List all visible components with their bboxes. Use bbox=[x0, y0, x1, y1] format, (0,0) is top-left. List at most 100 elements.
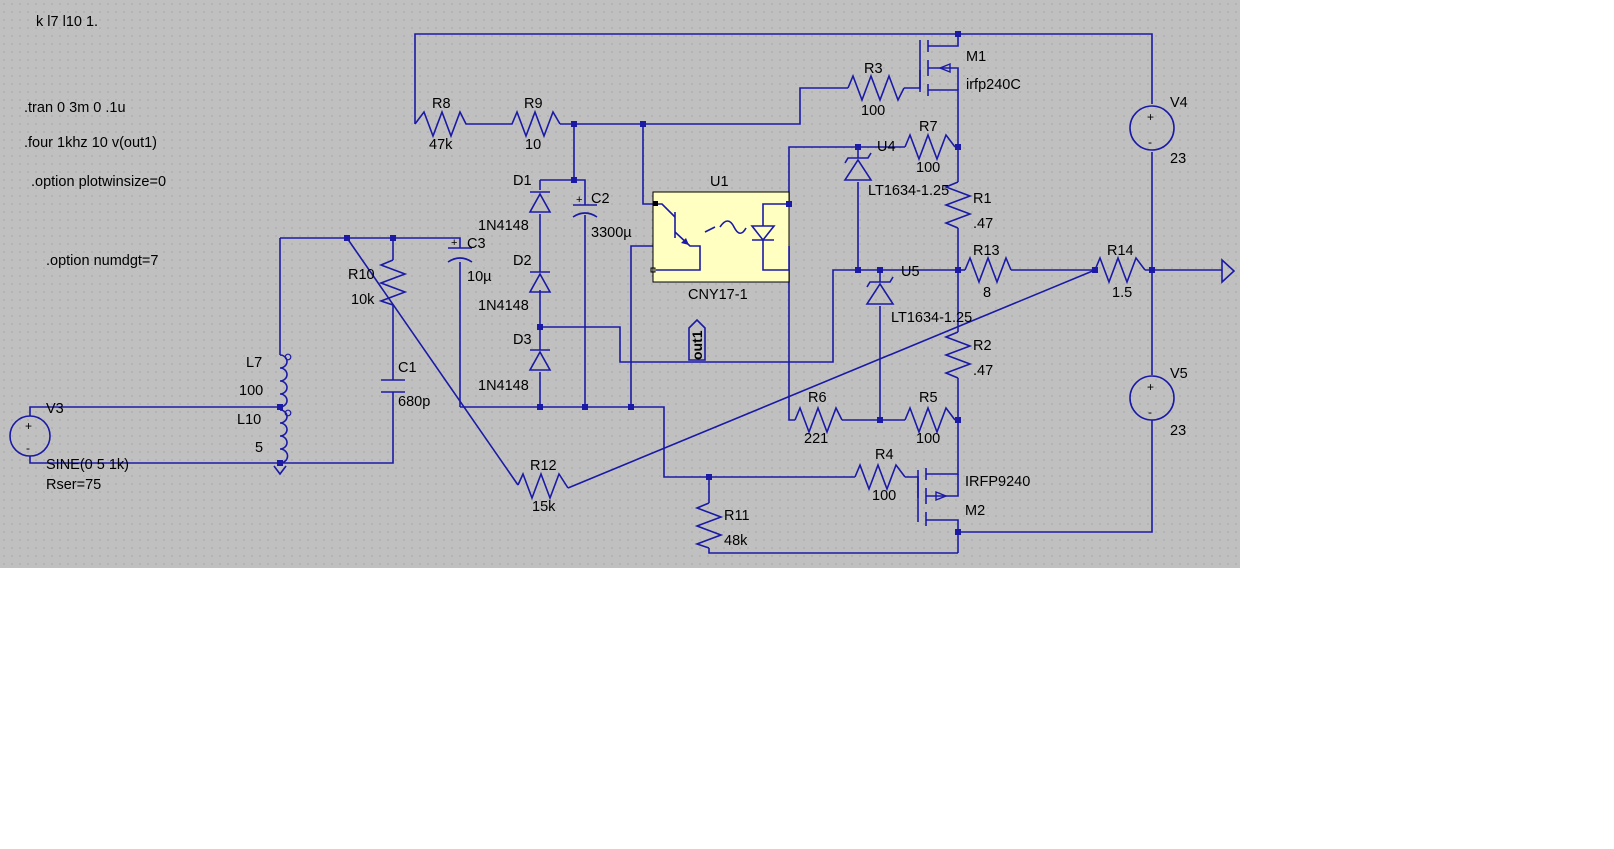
directive-tran[interactable]: .tran 0 3m 0 .1u bbox=[24, 100, 126, 116]
r5-value-label: 100 bbox=[916, 431, 940, 447]
schematic-grid bbox=[0, 0, 1240, 568]
r5-ref-label: R5 bbox=[919, 390, 938, 406]
d3-ref-label: D3 bbox=[513, 332, 532, 348]
r1-value-label: .47 bbox=[973, 216, 993, 232]
c3-plus-mark: + bbox=[451, 237, 457, 249]
r11-body[interactable] bbox=[694, 502, 724, 549]
l10-phase-dot bbox=[284, 409, 292, 417]
wire-m2-to-v5 bbox=[958, 420, 1153, 533]
r12-body[interactable] bbox=[517, 471, 569, 501]
r13-ref-label: R13 bbox=[973, 243, 1000, 259]
r5-body[interactable] bbox=[904, 405, 956, 435]
c3-value-label: 10µ bbox=[467, 269, 492, 285]
l7-coil[interactable] bbox=[279, 354, 288, 408]
r3-body[interactable] bbox=[847, 73, 905, 103]
l7-value-label: 100 bbox=[239, 383, 263, 399]
v3-plus-mark: + bbox=[25, 419, 32, 433]
u5-ref-label: U5 bbox=[901, 264, 920, 280]
directive-coupling[interactable]: k l7 l10 1. bbox=[36, 14, 98, 30]
m1-ref-label: M1 bbox=[966, 49, 986, 65]
v4-plus-mark: + bbox=[1147, 110, 1154, 124]
c2-ref-label: C2 bbox=[591, 191, 610, 207]
r2-value-label: .47 bbox=[973, 363, 993, 379]
m2-value-label: IRFP9240 bbox=[965, 474, 1030, 490]
v3-symbol[interactable]: + - bbox=[9, 415, 51, 457]
r7-body[interactable] bbox=[904, 132, 956, 162]
r10-value-label: 10k bbox=[351, 292, 375, 308]
d3-symbol[interactable] bbox=[528, 349, 552, 371]
l10-ref-label: L10 bbox=[237, 412, 261, 428]
output-ground-symbol[interactable] bbox=[1221, 258, 1236, 284]
r8-body[interactable] bbox=[414, 109, 468, 139]
c3-ref-label: C3 bbox=[467, 236, 486, 252]
v4-minus-mark: - bbox=[1148, 135, 1152, 149]
d2-value-label: 1N4148 bbox=[478, 298, 529, 314]
wire-opto-bottom bbox=[788, 246, 795, 421]
v5-minus-mark: - bbox=[1148, 405, 1152, 419]
u4-symbol[interactable] bbox=[843, 152, 873, 181]
c3-symbol[interactable]: + bbox=[447, 237, 473, 263]
r14-body[interactable] bbox=[1094, 255, 1146, 285]
u4-ref-label: U4 bbox=[877, 139, 896, 155]
m2-symbol[interactable] bbox=[917, 464, 959, 530]
wire-opto-collector bbox=[642, 124, 656, 205]
u1-value-label: CNY17-1 bbox=[688, 287, 748, 303]
d1-symbol[interactable] bbox=[528, 191, 552, 213]
v4-ref-label: V4 bbox=[1170, 95, 1188, 111]
l10-coil[interactable] bbox=[279, 409, 289, 464]
r4-value-label: 100 bbox=[872, 488, 896, 504]
r10-body[interactable] bbox=[378, 259, 408, 306]
u5-symbol[interactable] bbox=[865, 276, 895, 305]
d1-ref-label: D1 bbox=[513, 173, 532, 189]
r2-body[interactable] bbox=[943, 331, 973, 379]
r2-ref-label: R2 bbox=[973, 338, 992, 354]
d2-symbol[interactable] bbox=[528, 271, 552, 293]
r6-ref-label: R6 bbox=[808, 390, 827, 406]
u1-body bbox=[652, 191, 790, 283]
c2-symbol[interactable]: + bbox=[572, 194, 598, 218]
r4-ref-label: R4 bbox=[875, 447, 894, 463]
r6-body[interactable] bbox=[794, 405, 843, 435]
r12-value-label: 15k bbox=[532, 499, 556, 515]
wire-r10-diagonal bbox=[346, 237, 519, 486]
wire-c1-bottom bbox=[280, 392, 394, 464]
v5-symbol[interactable]: + - bbox=[1129, 375, 1175, 421]
v5-plus-mark: + bbox=[1147, 380, 1154, 394]
wire-v3-bottom bbox=[29, 456, 280, 464]
directive-plotwinsize[interactable]: .option plotwinsize=0 bbox=[31, 174, 166, 190]
r1-body[interactable] bbox=[943, 181, 973, 229]
out1-net-flag[interactable]: out1 bbox=[688, 318, 706, 361]
m1-symbol[interactable] bbox=[919, 34, 959, 96]
u1-optocoupler[interactable] bbox=[650, 191, 790, 283]
u5-value-label: LT1634-1.25 bbox=[891, 310, 972, 326]
u1-light-wave bbox=[719, 220, 747, 235]
r8-value-label: 47k bbox=[429, 137, 453, 153]
r9-body[interactable] bbox=[468, 109, 561, 139]
m1-arrow bbox=[938, 62, 951, 74]
wire-feedback-diagonal bbox=[567, 269, 1096, 489]
directive-four[interactable]: .four 1khz 10 v(out1) bbox=[24, 135, 157, 151]
v3-rser-label: Rser=75 bbox=[46, 477, 101, 493]
m2-ref-label: M2 bbox=[965, 503, 985, 519]
r1-ref-label: R1 bbox=[973, 191, 992, 207]
u1-light-arrow bbox=[704, 226, 716, 233]
v4-symbol[interactable]: + - bbox=[1129, 105, 1175, 151]
l10-value-label: 5 bbox=[255, 440, 263, 456]
wire-d2d3-node bbox=[540, 269, 858, 363]
r4-body[interactable] bbox=[854, 462, 906, 492]
r9-ref-label: R9 bbox=[524, 96, 543, 112]
r6-value-label: 221 bbox=[804, 431, 828, 447]
c1-symbol[interactable] bbox=[381, 379, 405, 393]
v3-value-label: SINE(0 5 1k) bbox=[46, 457, 129, 473]
wire-bias-bottom bbox=[460, 406, 855, 478]
directive-numdgt[interactable]: .option numdgt=7 bbox=[46, 253, 158, 269]
wire-c2-top bbox=[573, 124, 586, 205]
r13-body[interactable] bbox=[964, 255, 1012, 285]
out1-net-label: out1 bbox=[689, 330, 705, 360]
r12-ref-label: R12 bbox=[530, 458, 557, 474]
wire-r9-node bbox=[560, 87, 848, 125]
c2-value-label: 3300µ bbox=[591, 225, 632, 241]
u1-led-leads bbox=[762, 203, 790, 271]
d3-value-label: 1N4148 bbox=[478, 378, 529, 394]
